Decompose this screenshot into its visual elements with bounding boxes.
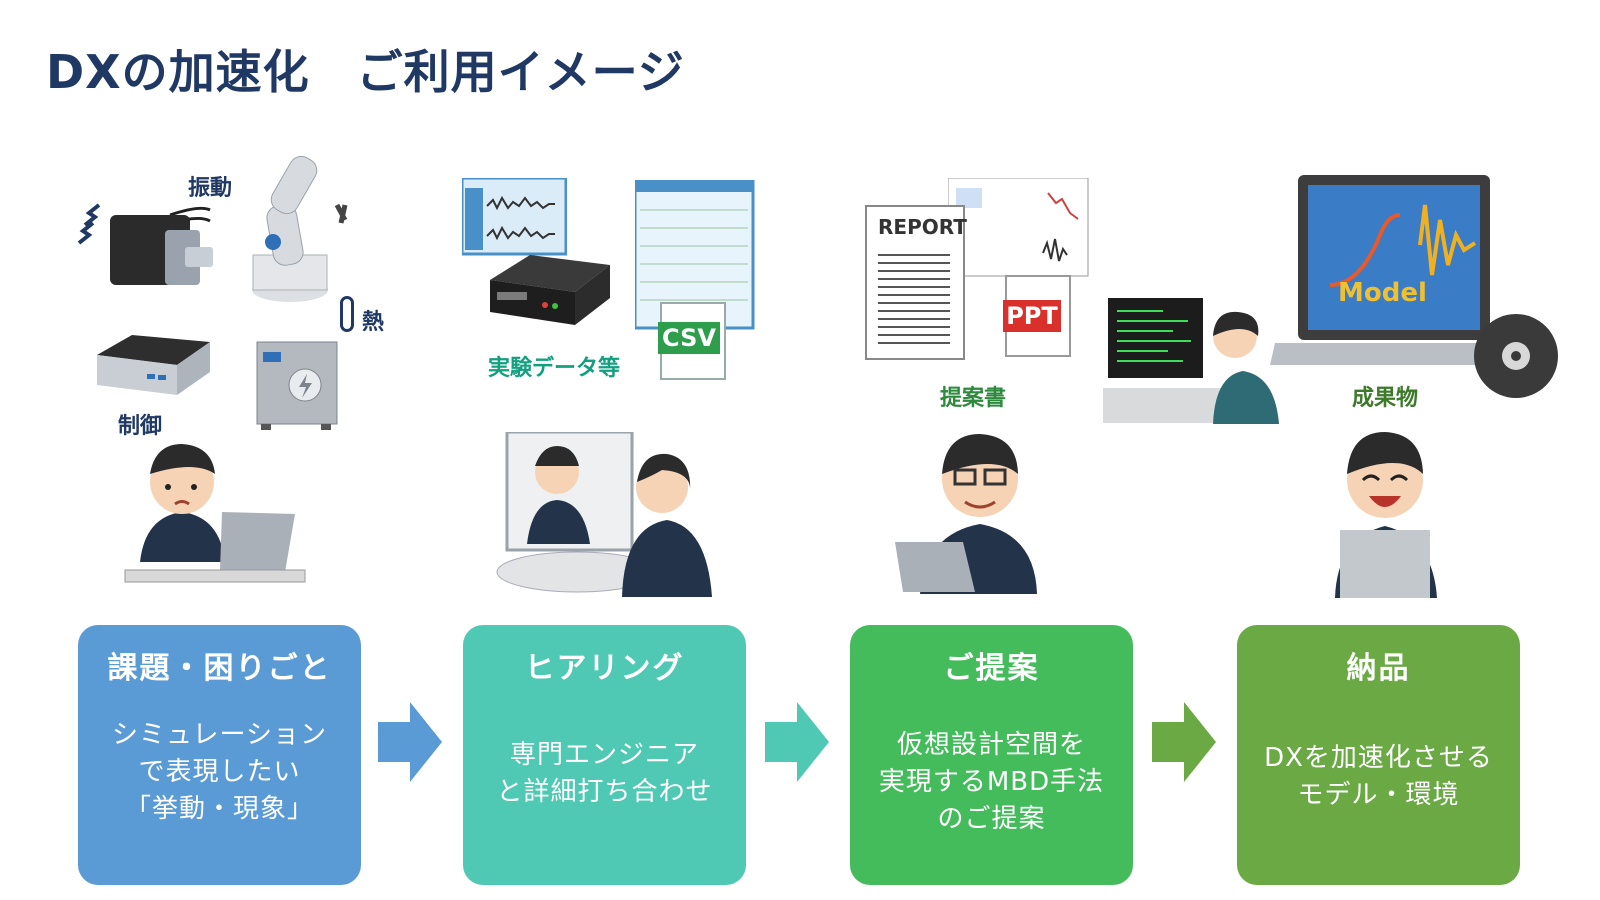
- step-body: 仮想設計空間を 実現するMBD手法 のご提案: [878, 730, 1105, 834]
- step-title: 納品: [1346, 651, 1411, 686]
- waveform-window-illustration: [462, 178, 567, 256]
- report-title-text: REPORT: [878, 215, 967, 239]
- laptop-model-illustration: [1270, 175, 1492, 365]
- step-body: DXを加速化させる モデル・環境: [1264, 743, 1493, 810]
- charts-sheet-illustration: [948, 178, 1089, 277]
- motor-illustration: [77, 203, 213, 285]
- power-unit-illustration: [256, 341, 338, 430]
- page-title: DXの加速化 ご利用イメージ: [46, 45, 685, 99]
- ppt-badge: PPT: [1003, 300, 1061, 332]
- thermometer-icon: [340, 296, 354, 332]
- worried-businessman-illustration: [124, 444, 306, 583]
- smiling-businessman-illustration: [895, 434, 1037, 594]
- step-box-delivery: 納品 DXを加速化させる モデル・環境: [1237, 625, 1520, 885]
- arrow-right-icon: [1152, 702, 1216, 782]
- data-logger-illustration: [490, 255, 610, 325]
- step-title: 課題・困りごと: [107, 651, 332, 686]
- step-box-hearing: ヒアリング 専門エンジニア と詳細打ち合わせ: [463, 625, 746, 885]
- csv-badge: CSV: [658, 322, 720, 354]
- label-experiment-data: 実験データ等: [488, 356, 621, 381]
- mini-pc-illustration: [97, 335, 210, 395]
- disc-icon: [1474, 314, 1558, 398]
- step-box-issues: 課題・困りごと シミュレーション で表現したい 「挙動・現象」: [78, 625, 361, 885]
- step-body: シミュレーション で表現したい 「挙動・現象」: [112, 720, 327, 824]
- label-proposal-doc: 提案書: [940, 386, 1007, 411]
- label-control: 制御: [118, 414, 163, 439]
- arrow-right-icon: [765, 702, 829, 782]
- model-screen-text: Model: [1338, 278, 1427, 308]
- arrow-right-icon: [378, 702, 442, 782]
- step-box-proposal: ご提案 仮想設計空間を 実現するMBD手法 のご提案: [850, 625, 1133, 885]
- spreadsheet-window-illustration: [635, 180, 755, 330]
- engineer-at-terminal-illustration: [1103, 298, 1279, 424]
- step-title: ご提案: [943, 651, 1040, 686]
- report-lines: [878, 248, 950, 348]
- happy-businessman-illustration: [1335, 432, 1437, 598]
- step-title: ヒアリング: [524, 651, 685, 686]
- step-body: 専門エンジニア と詳細打ち合わせ: [496, 740, 713, 807]
- video-meeting-illustration: [496, 432, 712, 597]
- label-vibration: 振動: [188, 176, 233, 201]
- label-heat: 熱: [362, 310, 385, 335]
- label-deliverable: 成果物: [1352, 386, 1419, 411]
- robot-arm-illustration: [252, 155, 348, 302]
